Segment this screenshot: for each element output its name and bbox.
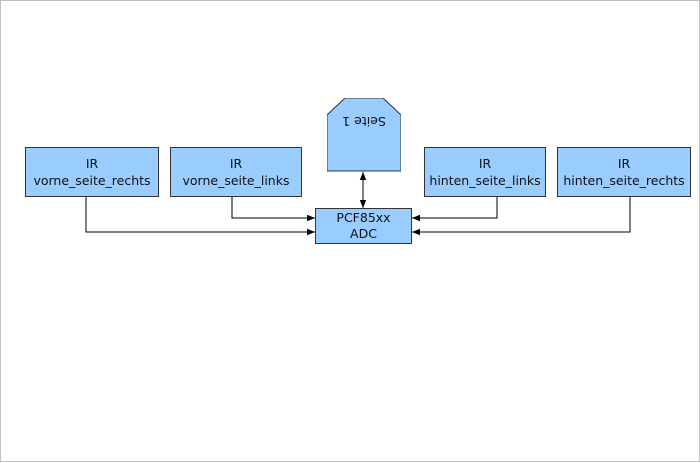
ir-hinten-seite-links-box[interactable]: IR hinten_seite_links: [424, 147, 546, 197]
pcf85xx-adc-box[interactable]: PCF85xx ADC: [315, 208, 412, 244]
connector-shape: [327, 98, 401, 172]
wire-ir-vorne-rechts-to-adc: [85, 197, 315, 236]
node-line-1: IR: [617, 156, 631, 171]
node-line-2: vorne_seite_rechts: [33, 173, 151, 188]
connector-label: Seite 1: [342, 114, 386, 129]
node-line-2: ADC: [350, 226, 377, 241]
node-line-2: hinten_seite_links: [429, 173, 541, 188]
wire-ir-hinten-links-to-adc: [412, 197, 498, 222]
wire-ir-vorne-links-to-adc: [231, 197, 315, 222]
ir-vorne-seite-rechts-box[interactable]: IR vorne_seite_rechts: [25, 147, 159, 197]
node-line-1: IR: [85, 156, 99, 171]
node-line-1: PCF85xx: [336, 210, 391, 225]
node-line-1: IR: [229, 156, 243, 171]
ir-hinten-seite-rechts-box[interactable]: IR hinten_seite_rechts: [557, 147, 691, 197]
node-line-1: IR: [478, 156, 492, 171]
ir-vorne-seite-links-box[interactable]: IR vorne_seite_links: [170, 147, 302, 197]
page-connector-seite-1[interactable]: Seite 1: [327, 98, 401, 172]
wire-ir-hinten-rechts-to-adc: [412, 197, 631, 236]
node-line-2: vorne_seite_links: [182, 173, 290, 188]
node-line-2: hinten_seite_rechts: [563, 173, 685, 188]
